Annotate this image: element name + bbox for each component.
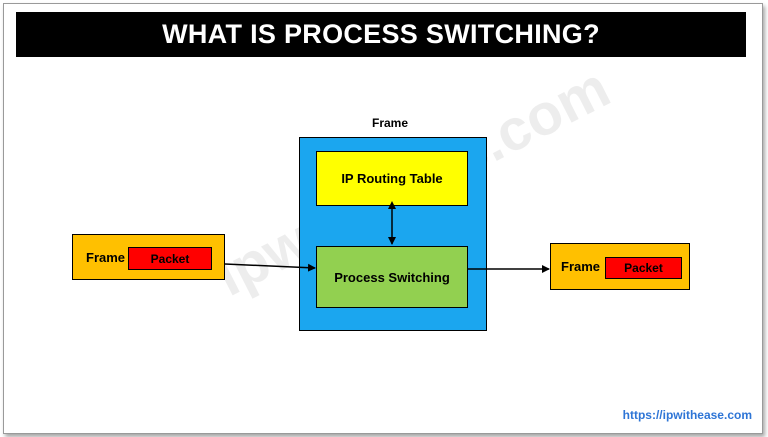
input-packet-label: Packet — [150, 251, 190, 266]
output-frame-box: Frame Packet — [550, 243, 690, 290]
input-packet-box: Packet — [128, 247, 212, 270]
process-switching-box: Process Switching — [316, 246, 468, 308]
input-arrow — [224, 263, 316, 272]
input-frame-box: Frame Packet — [72, 234, 225, 280]
output-packet-label: Packet — [624, 261, 663, 275]
frame-top-label: Frame — [372, 116, 409, 130]
ip-routing-table-label: IP Routing Table — [341, 171, 443, 186]
output-packet-box: Packet — [605, 257, 682, 279]
website-url[interactable]: https://ipwithease.com — [622, 408, 752, 422]
process-switching-label: Process Switching — [334, 269, 450, 285]
output-frame-label: Frame — [561, 259, 601, 274]
page-title: WHAT IS PROCESS SWITCHING? — [16, 12, 746, 57]
input-frame-label: Frame — [86, 250, 126, 265]
